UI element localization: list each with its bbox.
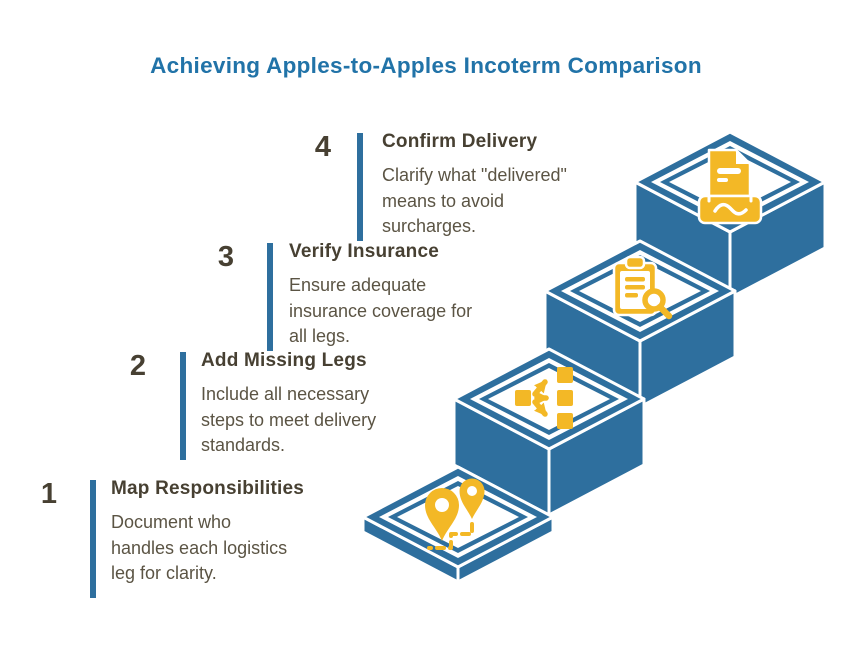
step-number: 1: [40, 478, 58, 510]
step-accent-bar: [267, 243, 273, 351]
step-accent-bar: [357, 133, 363, 241]
step-description: Clarify what "delivered" means to avoid …: [382, 165, 567, 237]
step-2-text: 2 Add Missing Legs Include all necessary…: [115, 350, 445, 470]
step-description: Include all necessary steps to meet deli…: [201, 384, 377, 456]
step-description: Document who handles each logistics leg …: [111, 512, 288, 584]
step-title: Confirm Delivery: [382, 131, 538, 152]
step-title: Add Missing Legs: [201, 350, 367, 371]
step-1-platform: [361, 465, 555, 584]
clipboard-search-icon: [612, 255, 673, 320]
step-description: Ensure adequate insurance coverage for a…: [289, 275, 473, 347]
page-title: Achieving Apples-to-Apples Incoterm Comp…: [150, 53, 702, 78]
step-accent-bar: [180, 352, 186, 460]
step-number: 4: [314, 131, 332, 163]
step-number: 3: [217, 241, 235, 273]
route-pins-icon: [425, 478, 485, 550]
step-1-text: 1 Map Responsibilities Document who hand…: [26, 478, 356, 608]
step-accent-bar: [90, 480, 96, 598]
step-number: 2: [129, 350, 147, 382]
step-2-platform: [452, 347, 646, 517]
step-4-platform: [633, 130, 827, 300]
document-handshake-icon: [697, 148, 763, 225]
step-3-text: 3 Verify Insurance Ensure adequate insur…: [203, 241, 533, 361]
branch-arrows-icon: [515, 367, 573, 429]
step-title: Verify Insurance: [289, 241, 439, 262]
step-4-text: 4 Confirm Delivery Clarify what "deliver…: [300, 131, 630, 251]
step-3-platform: [543, 239, 737, 409]
step-title: Map Responsibilities: [111, 478, 304, 499]
